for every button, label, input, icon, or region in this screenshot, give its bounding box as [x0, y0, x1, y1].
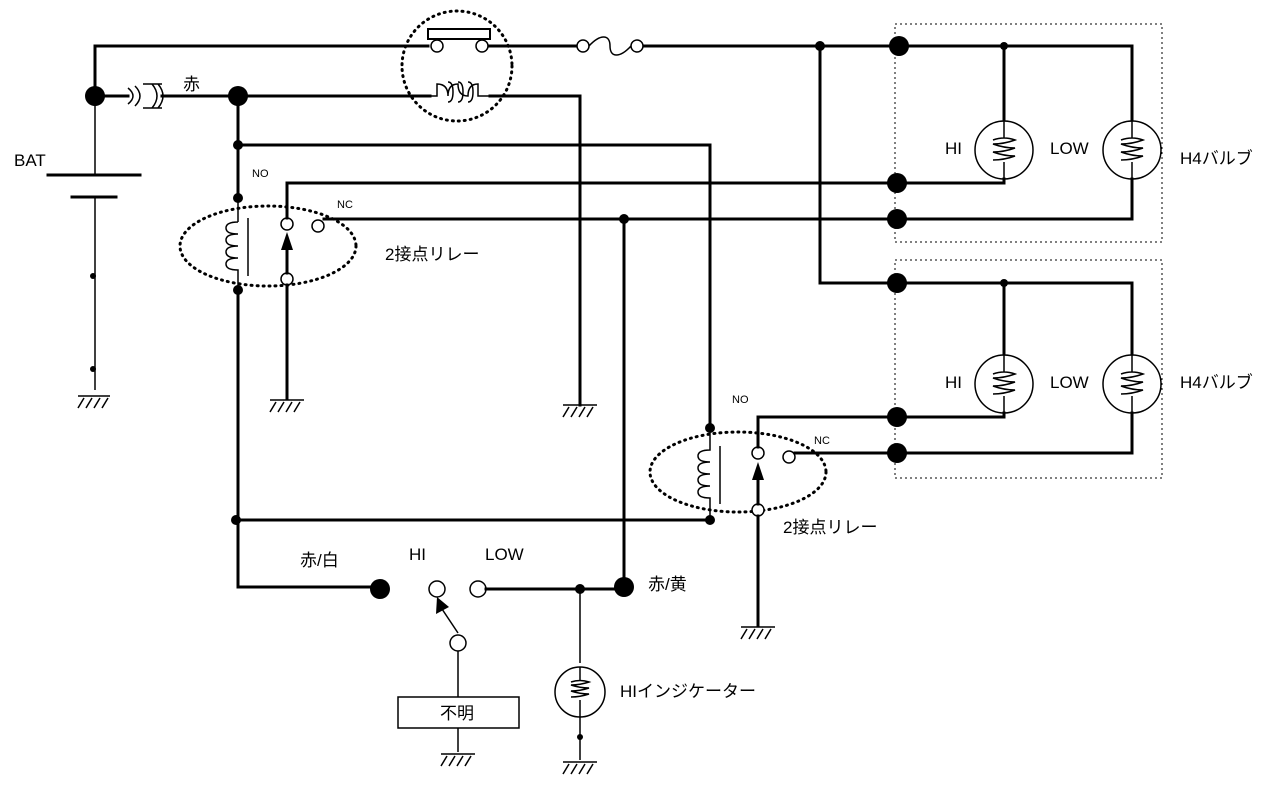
battery-label: BAT: [14, 151, 46, 170]
switch-low-contact: [469, 580, 487, 598]
bulb-low-lower-icon: [1102, 354, 1162, 414]
bulb-upper-low-label: LOW: [1050, 139, 1089, 158]
ground-symbol-indicator: [562, 761, 597, 775]
unknown-box-label: 不明: [440, 704, 474, 723]
relay-1-coil-icon: [225, 200, 239, 290]
switch-low-label: LOW: [485, 545, 524, 564]
ground-symbol-bat: [77, 395, 110, 409]
relay-2-common-contact: [751, 503, 765, 517]
relay-2-nc-label: NC: [814, 435, 830, 447]
fuse-icon: [588, 36, 632, 56]
ground-symbol-switch: [440, 753, 475, 767]
relay-1: NO NC 2接点リレー: [178, 168, 899, 589]
bulb-lower-name-label: H4バルブ: [1180, 372, 1253, 392]
switch-arm-arrow-icon: [436, 597, 449, 614]
relay-1-no-contact: [280, 217, 294, 231]
bulb-hi-upper-icon: [974, 120, 1034, 180]
main-relay-outline: [400, 9, 514, 123]
bulb-hi-lower-icon: [974, 354, 1034, 414]
ground-symbol-main-relay: [562, 404, 597, 418]
main-relay-contact-bar: [427, 28, 491, 40]
red-yellow-label: 赤/黄: [648, 575, 687, 594]
bulb-group-upper-frame: [894, 23, 1163, 243]
hi-low-switch: 不明 赤/白 HI LOW 赤/黄: [300, 545, 687, 767]
relay-2-nc-contact: [782, 450, 796, 464]
relay-1-arm-icon: [281, 232, 293, 250]
bulb-upper-hi-label: HI: [945, 139, 962, 158]
switch-common-contact: [449, 634, 467, 652]
unknown-box: [397, 696, 520, 729]
hi-indicator: HIインジケーター: [554, 589, 756, 775]
relay-2-label: 2接点リレー: [783, 518, 877, 537]
bulb-lower-hi-label: HI: [945, 373, 962, 392]
relay-2-arm-icon: [752, 462, 764, 480]
ground-symbol-relay-1: [269, 399, 304, 413]
main-feed: 赤: [85, 9, 902, 418]
main-relay-coil-icon: [430, 83, 580, 97]
left-trunk: [231, 94, 712, 599]
switch-arm-icon: [439, 605, 459, 634]
relay-1-common-contact: [280, 272, 294, 286]
relay-2-no-label: NO: [732, 394, 749, 406]
relay-1-label: 2接点リレー: [385, 245, 479, 264]
bulb-group-lower: HI LOW H4バルブ: [887, 259, 1253, 479]
connector-break-icon: [127, 85, 141, 107]
relay-1-nc-contact: [311, 219, 325, 233]
battery-circuit: BAT: [14, 44, 142, 409]
ground-symbol-relay-2: [740, 626, 775, 640]
relay-1-outline: [178, 204, 358, 288]
bulb-group-upper: HI LOW H4バルブ: [887, 23, 1253, 243]
switch-hi-contact: [428, 580, 446, 598]
bulb-upper-name-label: H4バルブ: [1180, 148, 1253, 168]
bulb-lower-low-label: LOW: [1050, 373, 1089, 392]
relay-2-outline: [648, 430, 828, 514]
bulb-group-lower-frame: [894, 259, 1163, 479]
relay-1-nc-label: NC: [337, 199, 353, 211]
relay-2-no-contact: [751, 446, 765, 460]
relay-2: NO NC 2接点リレー: [648, 143, 899, 640]
bulb-low-upper-icon: [1102, 120, 1162, 180]
bulb-feed: [815, 41, 899, 285]
relay-1-no-label: NO: [252, 168, 269, 180]
hi-indicator-label: HIインジケーター: [620, 682, 756, 701]
fuse-terminal-left: [576, 39, 590, 53]
switch-hi-label: HI: [409, 545, 426, 564]
red-wire-label: 赤: [183, 75, 200, 94]
red-white-label: 赤/白: [300, 551, 339, 570]
relay-2-coil-icon: [697, 428, 711, 520]
fuse-terminal-right: [630, 39, 644, 53]
